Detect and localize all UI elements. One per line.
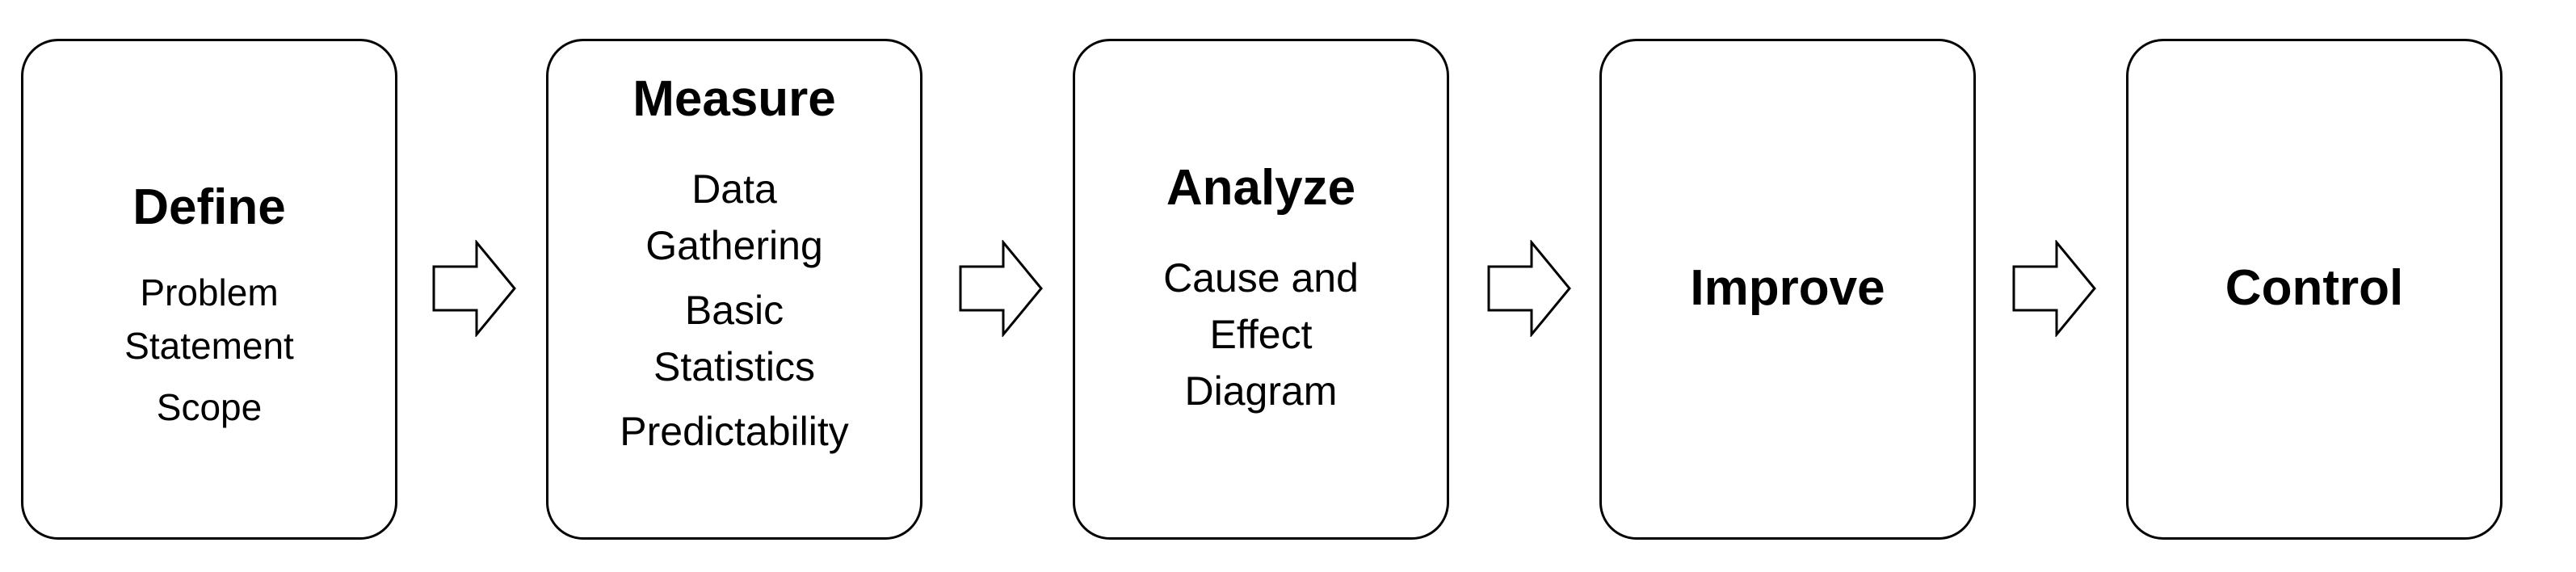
phase-item-cause-and-effect-diagram: Cause and Effect Diagram: [1163, 255, 1359, 414]
right-arrow-icon: [958, 240, 1044, 337]
phase-title-improve: Improve: [1690, 260, 1885, 316]
phase-title-analyze: Analyze: [1166, 160, 1356, 216]
phase-title-define: Define: [132, 179, 286, 235]
phase-items-define: Problem Statement Scope: [32, 266, 387, 434]
phase-item-problem-statement: Problem Statement: [124, 271, 294, 367]
phase-box-improve: Improve: [1599, 39, 1976, 540]
phase-item-data-gathering: Data Gathering: [645, 166, 823, 268]
phase-items-analyze: Cause and Effect Diagram: [1083, 250, 1439, 419]
right-arrow-icon: [1486, 240, 1572, 337]
right-arrow-icon: [2011, 240, 2097, 337]
phase-box-control: Control: [2126, 39, 2502, 540]
phase-item-scope: Scope: [156, 386, 263, 428]
phase-box-define: Define Problem Statement Scope: [21, 39, 397, 540]
phase-title-measure: Measure: [632, 71, 836, 127]
phase-title-control: Control: [2225, 260, 2404, 316]
phase-box-measure: Measure Data Gathering Basic Statistics …: [546, 39, 922, 540]
phase-box-analyze: Analyze Cause and Effect Diagram: [1073, 39, 1449, 540]
right-arrow-icon: [431, 240, 517, 337]
phase-item-predictability: Predictability: [620, 409, 849, 454]
phase-item-basic-statistics: Basic Statistics: [653, 288, 816, 389]
phase-items-measure: Data Gathering Basic Statistics Predicta…: [557, 161, 912, 460]
